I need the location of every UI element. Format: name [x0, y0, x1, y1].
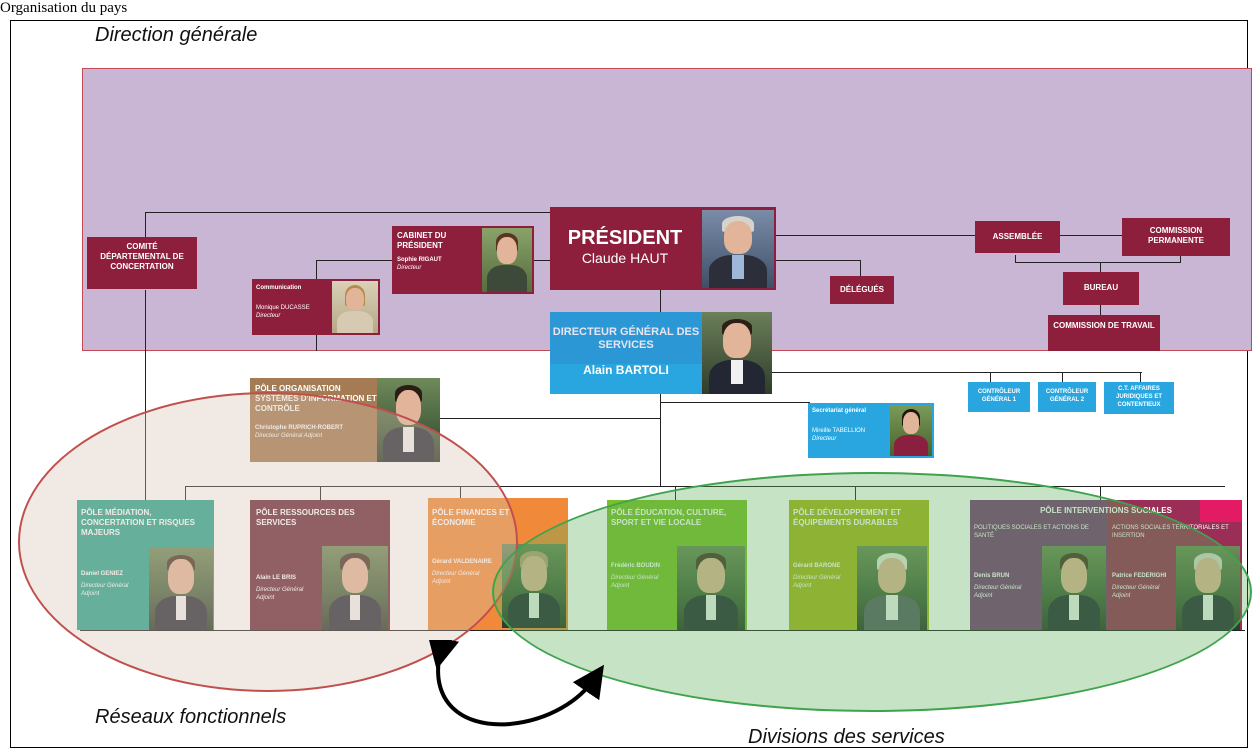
connector — [990, 372, 991, 382]
assemblee-title: ASSEMBLÉE — [992, 232, 1043, 241]
communication-role: Directeur — [256, 313, 281, 319]
connector — [860, 260, 861, 276]
bureau-box: BUREAU — [1063, 272, 1139, 305]
dgs-title: DIRECTEUR GÉNÉRAL DES SERVICES — [552, 326, 700, 351]
secretariat-role: Directeur — [812, 436, 837, 442]
secretariat-photo — [890, 405, 932, 456]
controleur1-box: CONTRÔLEUR GÉNÉRAL 1 — [968, 382, 1030, 412]
ct-affaires-box: C.T. AFFAIRES JURIDIQUES ET CONTENTIEUX — [1104, 382, 1174, 414]
delegues-box: DÉLÉGUÉS — [830, 276, 894, 304]
bureau-title: BUREAU — [1083, 283, 1119, 292]
connector — [1015, 255, 1016, 263]
connector — [1100, 305, 1101, 315]
connector — [145, 212, 146, 238]
communication-photo — [332, 281, 378, 333]
connector — [1100, 486, 1101, 500]
connector — [1050, 235, 1122, 236]
cabinet-box: CABINET DU PRÉSIDENT Sophie RIGAUT Direc… — [392, 226, 534, 294]
connector — [772, 372, 1142, 373]
connector — [1062, 372, 1063, 382]
connector — [145, 212, 550, 213]
president-box: PRÉSIDENT Claude HAUT — [550, 207, 776, 290]
secretariat-box: Secrétariat général Mireille TABELLION D… — [808, 403, 934, 458]
connector — [316, 335, 317, 351]
connector — [660, 290, 661, 312]
cabinet-name: Sophie RIGAUT — [397, 257, 442, 263]
cabinet-title: CABINET DU PRÉSIDENT — [397, 231, 447, 250]
communication-name: Monique DUCASSE — [256, 305, 310, 311]
controleur1-title: CONTRÔLEUR GÉNÉRAL 1 — [977, 389, 1021, 403]
commission-travail-box: COMMISSION DE TRAVAIL — [1048, 315, 1160, 351]
dgs-box: DIRECTEUR GÉNÉRAL DES SERVICES Alain BAR… — [550, 312, 772, 394]
commission-travail-title: COMMISSION DE TRAVAIL — [1053, 321, 1155, 330]
comite-box: COMITÉ DÉPARTEMENTAL DE CONCERTATION — [87, 237, 197, 289]
label-divisions-des-services: Divisions des services — [748, 726, 945, 748]
president-photo — [702, 210, 774, 288]
delegues-title: DÉLÉGUÉS — [839, 285, 884, 294]
connector — [316, 260, 394, 261]
connector — [1100, 262, 1101, 272]
communication-title: Communication — [256, 285, 302, 291]
connector — [1180, 255, 1181, 263]
controleur2-title: CONTRÔLEUR GÉNÉRAL 2 — [1045, 389, 1089, 403]
communication-box: Communication Monique DUCASSE Directeur — [252, 279, 380, 335]
dgs-name: Alain BARTOLI — [583, 363, 669, 377]
connector — [660, 402, 810, 403]
feedback-arrow — [427, 640, 605, 727]
connector — [1015, 262, 1180, 263]
connector — [660, 394, 661, 486]
connector — [532, 260, 550, 261]
commission-permanente-box: COMMISSION PERMANENTE — [1122, 218, 1230, 256]
commission-permanente-title: COMMISSION PERMANENTE — [1147, 226, 1204, 245]
cabinet-role: Directeur — [397, 265, 422, 271]
connector — [316, 260, 317, 280]
label-direction-generale: Direction générale — [95, 24, 258, 46]
divisions-ellipse — [492, 472, 1252, 712]
connector — [775, 260, 860, 261]
connector — [440, 418, 660, 419]
secretariat-name: Mireille TABELLION — [812, 428, 866, 434]
comite-title: COMITÉ DÉPARTEMENTAL DE CONCERTATION — [100, 242, 184, 271]
ct-affaires-title: C.T. AFFAIRES JURIDIQUES ET CONTENTIEUX — [1115, 386, 1162, 408]
label-reseaux-fonctionnels: Réseaux fonctionnels — [95, 706, 287, 728]
connector — [775, 235, 975, 236]
president-title: PRÉSIDENT — [567, 227, 683, 249]
assemblee-box: ASSEMBLÉE — [975, 221, 1060, 253]
connector — [1140, 372, 1141, 382]
cabinet-photo — [482, 228, 532, 292]
president-name: Claude HAUT — [581, 250, 669, 266]
top-caption: Organisation du pays — [0, 0, 128, 16]
secretariat-title: Secrétariat général — [812, 408, 867, 414]
dgs-photo — [702, 312, 772, 394]
controleur2-box: CONTRÔLEUR GÉNÉRAL 2 — [1038, 382, 1096, 412]
